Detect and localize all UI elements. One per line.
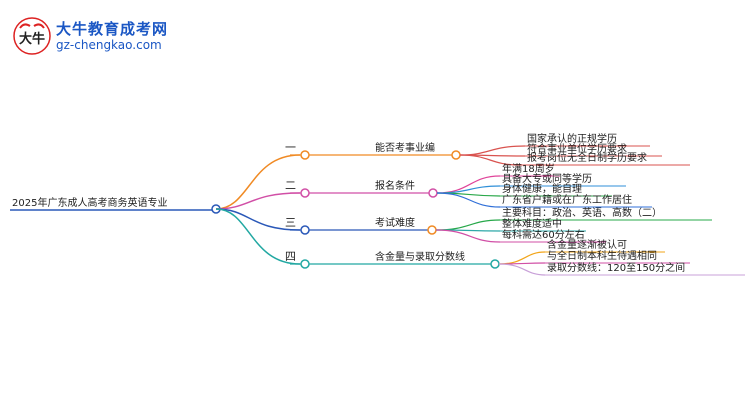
branch-3-end-node <box>427 225 437 235</box>
leaf-3-3: 每科需达60分左右 <box>502 230 585 241</box>
site-logo[interactable]: 大牛 大牛教育成考网 gz-chengkao.com <box>12 16 212 56</box>
branch-2-node <box>300 188 310 198</box>
bull-logo-icon: 大牛 <box>13 17 51 55</box>
branch-3-index: 三 <box>285 216 296 229</box>
leaf-1-1-curve <box>459 145 526 156</box>
leaf-1-3-curve <box>459 154 521 166</box>
logo-url: gz-chengkao.com <box>56 38 162 52</box>
logo-mark-text: 大牛 <box>19 31 45 47</box>
branch-2-label: 报名条件 <box>375 181 415 192</box>
branch-3-node <box>300 225 310 235</box>
leaf-1-2: 符合事业单位学历要求 <box>527 144 627 155</box>
branch-1-index: 一 <box>285 141 296 154</box>
branch-1-end-node <box>451 150 461 160</box>
branch-2-curve <box>215 192 301 210</box>
branch-3-label: 考试难度 <box>375 218 415 229</box>
branch-4-end-node <box>490 259 500 269</box>
leaf-4-2: 与全日制本科生待遇相同 <box>547 251 657 262</box>
branch-1-node <box>300 150 310 160</box>
leaf-2-3: 身体健康，能自理 <box>502 184 582 195</box>
branch-2-index: 二 <box>285 179 296 192</box>
leaf-2-2: 具备大专或同等学历 <box>502 174 592 185</box>
branch-3-curve <box>215 208 301 231</box>
branch-1-label: 能否考事业编 <box>375 143 435 154</box>
branch-2-end-node <box>428 188 438 198</box>
root-label: 2025年广东成人高考商务英语专业 <box>12 198 168 209</box>
branch-4-curve <box>215 208 301 265</box>
leaf-1-3: 报考岗位无全日制学历要求 <box>527 153 647 164</box>
branch-4-node <box>300 259 310 269</box>
leaf-1-1: 国家承认的正规学历 <box>527 134 617 145</box>
leaf-2-4: 广东省户籍或在广东工作居住 <box>502 195 632 206</box>
leaf-4-3: 录取分数线：120至150分之间 <box>547 263 686 274</box>
leaf-3-2: 整体难度适中 <box>502 219 562 230</box>
leaf-4-1: 含金量逐渐被认可 <box>547 240 627 251</box>
branch-4-index: 四 <box>285 250 296 263</box>
leaf-3-1: 主要科目：政治、英语、高数（二） <box>502 208 662 219</box>
logo-name: 大牛教育成考网 <box>56 20 169 38</box>
leaf-2-1: 年满18周岁 <box>502 164 555 175</box>
branch-1-curve <box>215 154 301 210</box>
branch-4-label: 含金量与录取分数线 <box>375 252 465 263</box>
